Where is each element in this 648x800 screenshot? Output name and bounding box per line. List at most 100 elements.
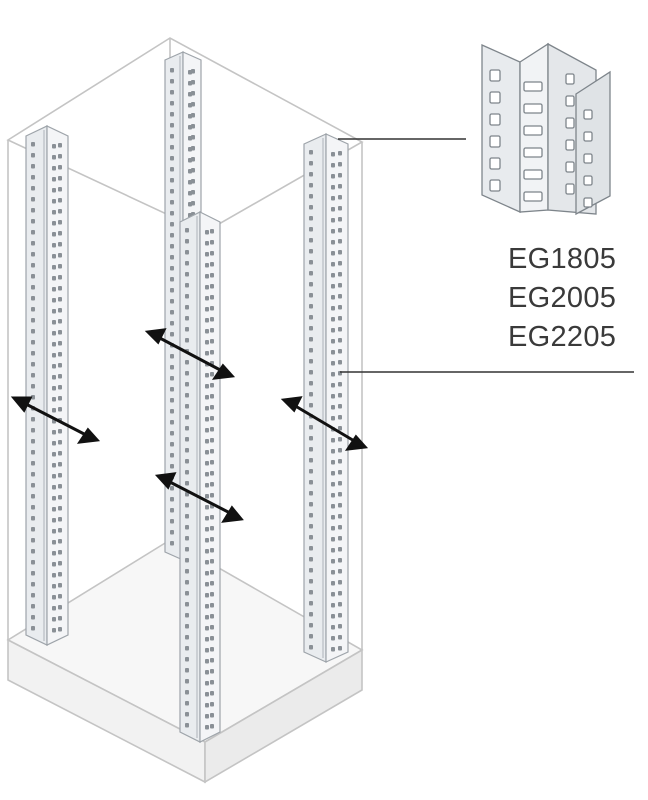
rail-hole (309, 194, 313, 199)
rail-hole (338, 360, 342, 365)
rail-hole (191, 168, 195, 173)
rail-hole (52, 144, 56, 149)
rail-hole (58, 374, 62, 379)
rail-hole (58, 231, 62, 236)
rail-hole (338, 382, 342, 387)
rail-hole (338, 338, 342, 343)
rail-hole (52, 628, 56, 633)
rail-hole (170, 211, 174, 216)
rail-hole (309, 403, 313, 408)
rail-hole (331, 471, 335, 476)
rail-hole (31, 516, 35, 521)
rail-hole (170, 354, 174, 359)
rail-hole (210, 559, 214, 564)
rail-hole (170, 332, 174, 337)
rail-hole (52, 474, 56, 479)
rail-hole (210, 438, 214, 443)
rail-hole (331, 570, 335, 575)
rail-hole (52, 265, 56, 270)
rail-hole (185, 261, 189, 266)
rail-hole (185, 470, 189, 475)
detail-hole (523, 125, 543, 136)
rail-hole (338, 173, 342, 178)
rail-hole (52, 342, 56, 347)
rail-hole (205, 505, 209, 510)
rail-hole (331, 647, 335, 652)
rail-hole (58, 616, 62, 621)
rail-hole (185, 679, 189, 684)
rail-hole (31, 505, 35, 510)
detail-hole (489, 179, 501, 192)
rail-hole (338, 536, 342, 541)
rail-hole (309, 480, 313, 485)
rail-hole (338, 294, 342, 299)
rail-hole (210, 548, 214, 553)
rail-hole (31, 230, 35, 235)
rail-hole (205, 428, 209, 433)
rail-hole (185, 481, 189, 486)
rail-hole (185, 360, 189, 365)
rail-hole (58, 264, 62, 269)
rail-hole (309, 183, 313, 188)
rail-hole (170, 277, 174, 282)
rail-hole (309, 381, 313, 386)
detail-hole (583, 197, 593, 208)
rail-hole (185, 646, 189, 651)
rail-hole (52, 507, 56, 512)
rail-hole (31, 219, 35, 224)
rail-hole (205, 230, 209, 235)
rail-hole (331, 251, 335, 256)
rail-hole (338, 558, 342, 563)
rail-hole (309, 260, 313, 265)
rail-hole (309, 645, 313, 650)
rail-hole (52, 551, 56, 556)
rail-hole (331, 383, 335, 388)
rail-hole (52, 386, 56, 391)
rail-hole (185, 316, 189, 321)
rail-hole (58, 407, 62, 412)
rail-hole (31, 494, 35, 499)
rail-hole (331, 350, 335, 355)
rail-hole (52, 364, 56, 369)
detail-hole (583, 153, 593, 164)
detail-right-flange (575, 70, 611, 216)
rail-hole (338, 470, 342, 475)
rail-hole (210, 724, 214, 729)
detail-hole (489, 157, 501, 170)
rail-hole (170, 409, 174, 414)
rail-hole (52, 331, 56, 336)
rail-hole (185, 283, 189, 288)
rail-hole (205, 637, 209, 642)
rail-hole (170, 541, 174, 546)
rail-hole (331, 361, 335, 366)
rail-hole (309, 304, 313, 309)
rail-hole (58, 539, 62, 544)
rail-hole (331, 306, 335, 311)
rail-hole (205, 582, 209, 587)
rail-hole (331, 328, 335, 333)
rail-hole (58, 583, 62, 588)
rail-hole (309, 513, 313, 518)
rail-hole (338, 283, 342, 288)
rail-hole (210, 570, 214, 575)
rail-hole (31, 384, 35, 389)
rail-hole (52, 243, 56, 248)
rail-hole (338, 624, 342, 629)
rail-front-right-web-right (199, 211, 221, 743)
rail-hole (210, 581, 214, 586)
rail-hole (58, 176, 62, 181)
rail-hole (210, 636, 214, 641)
rail-hole (58, 517, 62, 522)
rail-hole (185, 525, 189, 530)
rail-hole (191, 190, 195, 195)
rail-hole (31, 186, 35, 191)
rail-hole (210, 251, 214, 256)
rail-hole (58, 440, 62, 445)
rail-hole (205, 274, 209, 279)
rail-hole (205, 626, 209, 631)
rail-hole (210, 603, 214, 608)
rail-hole (52, 287, 56, 292)
rail-hole (191, 102, 195, 107)
rail-hole (185, 723, 189, 728)
rail-hole (210, 592, 214, 597)
